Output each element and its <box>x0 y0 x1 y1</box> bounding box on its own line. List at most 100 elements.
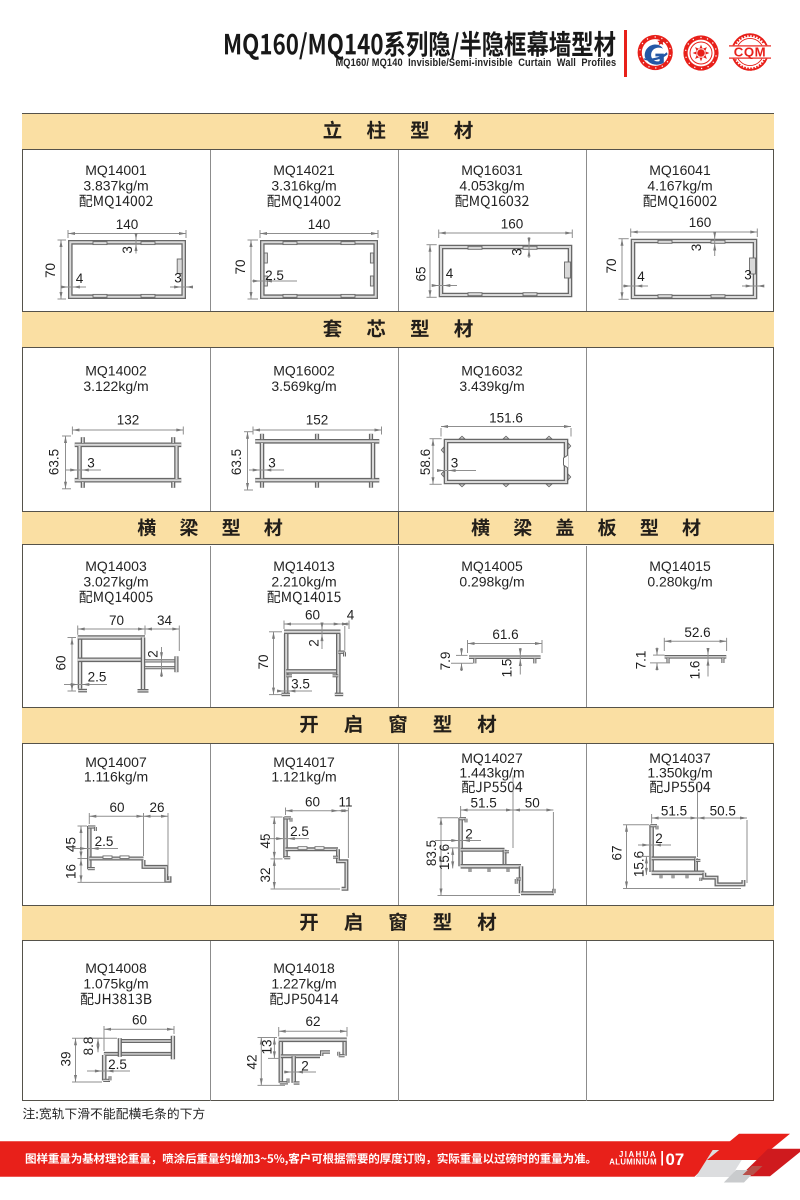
svg-text:MQ14008: MQ14008 <box>85 960 147 976</box>
svg-text:2.5: 2.5 <box>290 824 309 839</box>
svg-text:7.9: 7.9 <box>438 652 453 671</box>
svg-text:2: 2 <box>306 639 321 647</box>
svg-text:MQ14017: MQ14017 <box>273 754 335 770</box>
svg-text:3: 3 <box>268 455 276 470</box>
svg-text:2: 2 <box>655 831 663 846</box>
svg-text:3: 3 <box>689 244 704 252</box>
svg-text:1.121kg/m: 1.121kg/m <box>271 769 336 785</box>
svg-text:MQ14018: MQ14018 <box>273 960 335 976</box>
svg-text:2: 2 <box>301 1059 309 1074</box>
svg-text:MQ14005: MQ14005 <box>461 558 523 574</box>
svg-text:2.5: 2.5 <box>88 670 107 685</box>
svg-text:70: 70 <box>233 259 248 274</box>
svg-text:4.053kg/m: 4.053kg/m <box>459 178 524 194</box>
svg-text:MQ16032: MQ16032 <box>461 363 523 379</box>
svg-text:3.569kg/m: 3.569kg/m <box>271 378 336 394</box>
svg-text:MQ14027: MQ14027 <box>461 750 523 766</box>
svg-text:3.027kg/m: 3.027kg/m <box>83 574 148 590</box>
svg-text:83.5: 83.5 <box>424 840 439 866</box>
svg-text:3.837kg/m: 3.837kg/m <box>83 178 148 194</box>
svg-text:62: 62 <box>305 1014 320 1029</box>
svg-text:2.5: 2.5 <box>265 268 284 283</box>
svg-text:3: 3 <box>87 455 95 470</box>
svg-text:63.5: 63.5 <box>229 449 244 475</box>
svg-text:63.5: 63.5 <box>46 449 61 475</box>
svg-text:07: 07 <box>666 1150 685 1169</box>
svg-text:60: 60 <box>132 1013 147 1028</box>
svg-text:MQ16002: MQ16002 <box>273 363 335 379</box>
svg-text:15.6: 15.6 <box>631 851 646 877</box>
svg-text:1.5: 1.5 <box>500 659 515 678</box>
svg-text:CQM: CQM <box>734 44 767 59</box>
svg-text:4: 4 <box>446 266 454 281</box>
svg-text:3.316kg/m: 3.316kg/m <box>271 178 336 194</box>
svg-text:11: 11 <box>338 795 352 810</box>
svg-text:52.6: 52.6 <box>684 625 710 640</box>
svg-text:70: 70 <box>109 613 124 628</box>
svg-text:39: 39 <box>58 1051 73 1066</box>
svg-text:3: 3 <box>174 271 182 286</box>
svg-text:1.227kg/m: 1.227kg/m <box>271 976 336 992</box>
svg-text:3.5: 3.5 <box>291 676 310 691</box>
svg-text:4: 4 <box>76 271 84 286</box>
svg-text:4: 4 <box>637 269 645 284</box>
svg-text:50: 50 <box>525 796 540 811</box>
svg-text:MQ16041: MQ16041 <box>649 162 711 178</box>
svg-text:3: 3 <box>509 248 524 256</box>
svg-text:32: 32 <box>258 867 273 882</box>
svg-text:151.6: 151.6 <box>489 411 523 426</box>
svg-text:16: 16 <box>63 864 78 879</box>
svg-text:60: 60 <box>305 608 320 623</box>
svg-text:140: 140 <box>116 217 139 232</box>
svg-text:MQ14013: MQ14013 <box>273 558 335 574</box>
svg-text:160: 160 <box>501 217 524 232</box>
svg-text:1.6: 1.6 <box>688 661 703 680</box>
svg-text:67: 67 <box>609 845 624 860</box>
svg-text:2: 2 <box>465 827 473 842</box>
svg-text:3: 3 <box>451 455 459 470</box>
svg-text:MQ16031: MQ16031 <box>461 162 523 178</box>
svg-text:50.5: 50.5 <box>710 804 736 819</box>
svg-text:0.280kg/m: 0.280kg/m <box>647 574 712 590</box>
svg-text:2: 2 <box>145 650 160 658</box>
svg-text:4: 4 <box>347 608 355 623</box>
svg-text:1.116kg/m: 1.116kg/m <box>84 769 148 785</box>
svg-text:MQ14007: MQ14007 <box>85 754 147 770</box>
svg-text:34: 34 <box>157 613 173 628</box>
svg-text:60: 60 <box>53 655 68 670</box>
svg-text:3: 3 <box>744 268 752 283</box>
svg-text:1.443kg/m: 1.443kg/m <box>459 765 524 781</box>
svg-text:7.1: 7.1 <box>634 651 649 670</box>
svg-text:MQ14002: MQ14002 <box>85 363 147 379</box>
svg-text:51.5: 51.5 <box>470 796 496 811</box>
svg-text:140: 140 <box>308 217 331 232</box>
svg-text:2.5: 2.5 <box>95 834 114 849</box>
svg-text:70: 70 <box>604 258 619 273</box>
svg-text:65: 65 <box>413 266 428 281</box>
svg-text:45: 45 <box>63 837 78 852</box>
svg-text:60: 60 <box>305 795 320 810</box>
svg-text:1.350kg/m: 1.350kg/m <box>647 765 712 781</box>
svg-text:1.075kg/m: 1.075kg/m <box>83 976 148 992</box>
svg-text:70: 70 <box>256 654 271 669</box>
svg-text:60: 60 <box>109 800 124 815</box>
svg-text:ALUMINIUM: ALUMINIUM <box>609 1158 657 1167</box>
svg-text:26: 26 <box>149 800 164 815</box>
svg-text:3.439kg/m: 3.439kg/m <box>459 378 524 394</box>
svg-text:45: 45 <box>258 833 273 848</box>
svg-text:MQ14021: MQ14021 <box>273 162 335 178</box>
svg-text:58.6: 58.6 <box>418 449 433 475</box>
svg-text:160: 160 <box>689 215 712 230</box>
svg-text:152: 152 <box>306 413 329 428</box>
svg-text:MQ14001: MQ14001 <box>85 162 147 178</box>
svg-text:8.8: 8.8 <box>81 1037 96 1056</box>
svg-text:13: 13 <box>259 1039 274 1054</box>
svg-text:3: 3 <box>120 246 135 254</box>
svg-text:MQ14003: MQ14003 <box>85 558 147 574</box>
svg-text:15.6: 15.6 <box>437 844 452 870</box>
svg-text:51.5: 51.5 <box>661 804 687 819</box>
svg-text:MQ14037: MQ14037 <box>649 750 711 766</box>
svg-text:0.298kg/m: 0.298kg/m <box>459 574 524 590</box>
svg-text:3.122kg/m: 3.122kg/m <box>83 378 148 394</box>
svg-text:61.6: 61.6 <box>492 627 518 642</box>
